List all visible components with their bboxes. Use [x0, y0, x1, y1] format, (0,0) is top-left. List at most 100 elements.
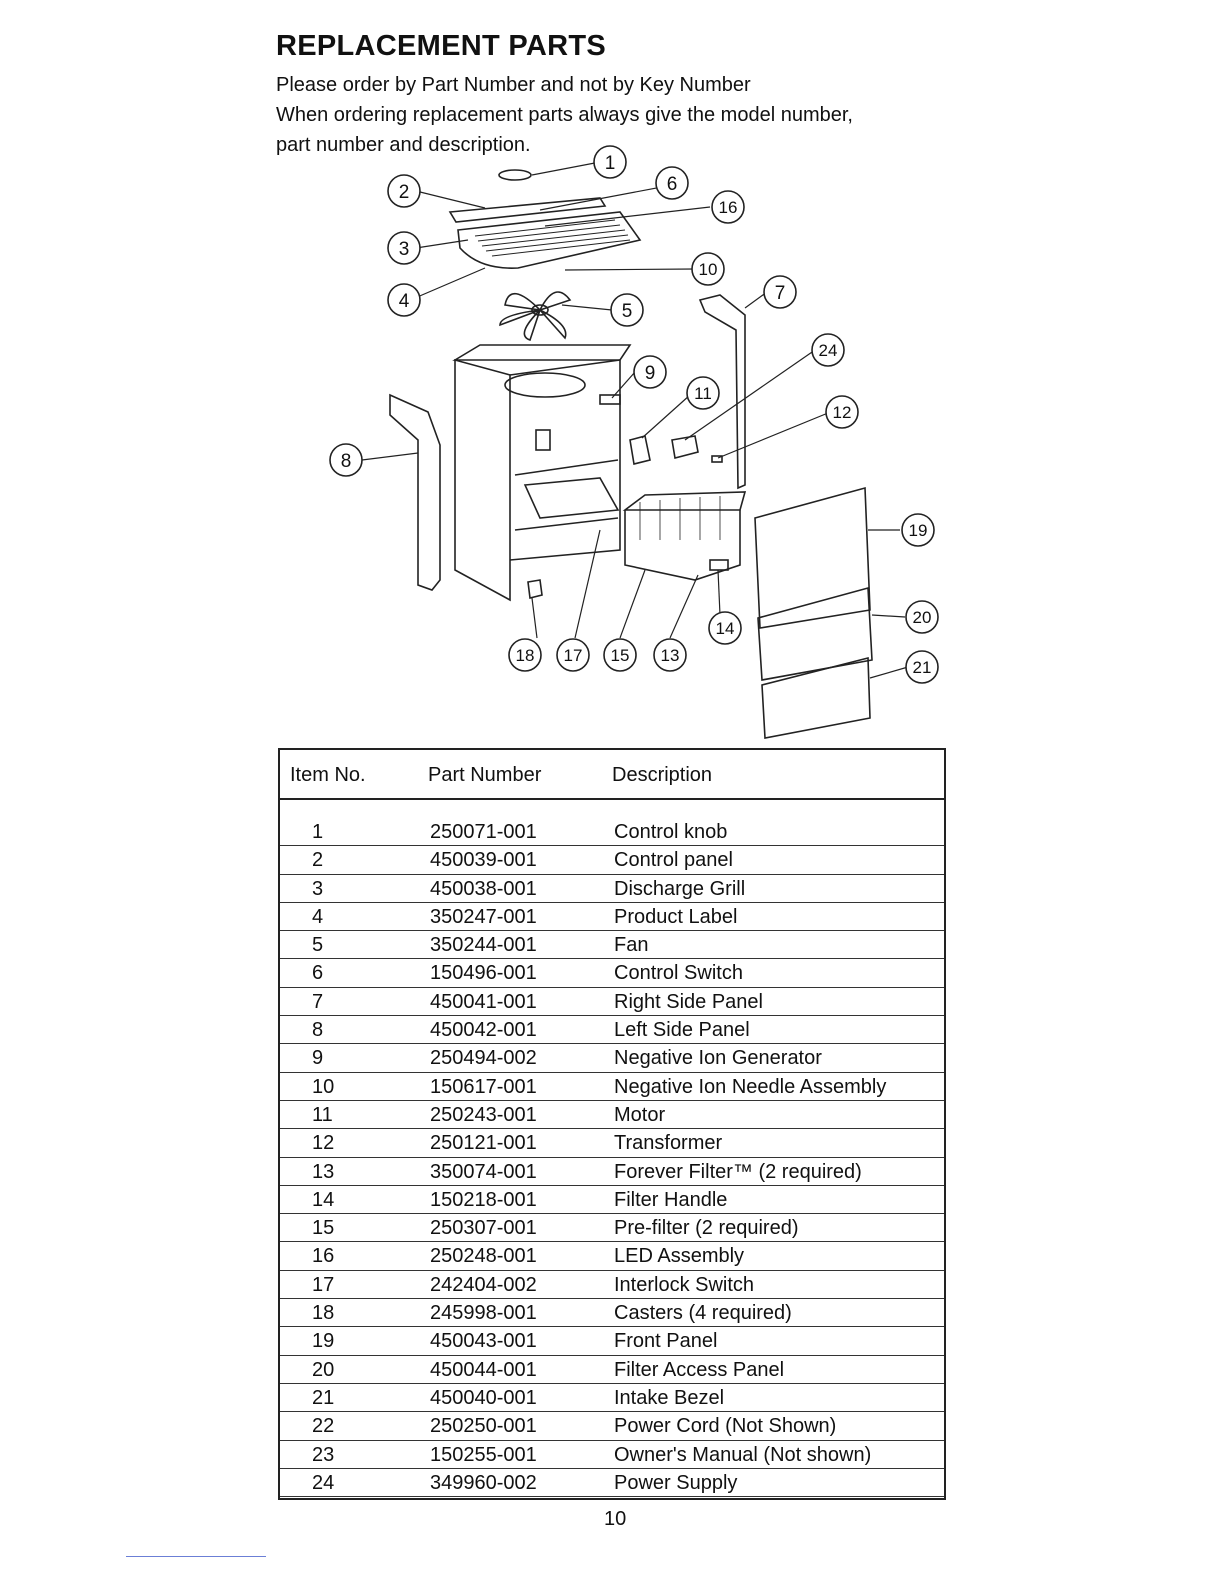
callout-17: 17: [556, 638, 590, 672]
callout-3: 3: [387, 231, 421, 265]
item-number: 17: [312, 1273, 335, 1296]
item-number: 2: [312, 849, 324, 872]
callout-5: 5: [610, 293, 644, 327]
svg-text:16: 16: [719, 198, 738, 217]
part-description: Casters (4 required): [614, 1302, 792, 1325]
part-number: 250071-001: [430, 821, 537, 843]
table-header: Item No. Part Number Description: [280, 750, 944, 800]
callout-13: 13: [653, 638, 687, 672]
svg-text:13: 13: [661, 646, 680, 665]
callout-1: 1: [593, 145, 627, 179]
table-row: 7 450041-001 Right Side Panel: [280, 988, 944, 1017]
item-number: 10: [312, 1075, 335, 1098]
control-panel-drawing: [448, 197, 607, 223]
part-number: 250121-001: [430, 1132, 537, 1155]
svg-text:9: 9: [645, 363, 656, 384]
part-description: Filter Handle: [614, 1188, 728, 1211]
motor-drawing: [629, 435, 651, 465]
item-number: 7: [312, 990, 324, 1013]
part-description: Discharge Grill: [614, 877, 746, 900]
svg-text:17: 17: [564, 646, 583, 665]
svg-text:19: 19: [909, 521, 928, 540]
callout-10: 10: [691, 252, 725, 286]
part-number: 150255-001: [430, 1443, 537, 1466]
item-number: 16: [312, 1245, 335, 1268]
part-description: Filter Access Panel: [614, 1358, 785, 1381]
svg-text:15: 15: [611, 646, 630, 665]
item-number: 18: [312, 1302, 335, 1325]
header-part-number: Part Number: [428, 764, 542, 786]
item-number: 20: [312, 1358, 335, 1381]
part-number: 250250-001: [430, 1415, 537, 1438]
right-side-panel-drawing: [698, 294, 746, 490]
parts-table: Item No. Part Number Description 1 250071…: [278, 748, 946, 1500]
part-description: Left Side Panel: [614, 1019, 750, 1042]
item-number: 4: [312, 905, 324, 928]
item-number: 22: [312, 1415, 335, 1438]
item-number: 13: [312, 1160, 335, 1183]
part-description: Motor: [614, 1103, 666, 1126]
part-description: Pre-filter (2 required): [614, 1217, 799, 1240]
part-number: 350247-001: [430, 905, 537, 928]
footer-rule: [126, 1556, 266, 1557]
instruction-line-3: part number and description.: [276, 134, 531, 156]
part-number: 349960-002: [430, 1471, 537, 1494]
callout-markers: 1 2 6 16 3 10 7 4 5 24 9 11 12 8 19 14 2…: [329, 145, 939, 684]
table-row: 4 350247-001 Product Label: [280, 903, 944, 932]
callout-12: 12: [825, 395, 859, 429]
svg-text:14: 14: [716, 619, 735, 638]
page-title: REPLACEMENT PARTS: [276, 30, 607, 62]
part-number: 250243-001: [430, 1103, 537, 1126]
svg-text:24: 24: [819, 341, 838, 360]
svg-text:2: 2: [399, 182, 410, 203]
part-number: 250248-001: [430, 1245, 537, 1268]
callout-14: 14: [708, 611, 742, 645]
part-description: Negative Ion Generator: [614, 1047, 822, 1070]
callout-20: 20: [905, 600, 939, 634]
svg-text:8: 8: [341, 451, 352, 472]
exploded-parts-diagram: 1 2 6 16 3 10 7 4 5 24 9 11 12 8 19 14 2…: [329, 145, 939, 739]
item-number: 21: [312, 1386, 335, 1409]
item-number: 5: [312, 934, 324, 957]
instruction-line-2: When ordering replacement parts always g…: [276, 104, 853, 126]
page-number: 10: [604, 1508, 627, 1530]
part-number: 242404-002: [430, 1273, 537, 1296]
part-description: Product Label: [614, 905, 738, 928]
part-description: Power Cord (Not Shown): [614, 1415, 837, 1438]
item-number: 9: [312, 1047, 324, 1070]
item-number: 6: [312, 962, 324, 985]
part-description: Right Side Panel: [614, 990, 763, 1013]
caster-drawing: [527, 579, 543, 599]
part-description: Negative Ion Needle Assembly: [614, 1075, 887, 1098]
part-number: 150617-001: [430, 1075, 537, 1098]
part-description: Intake Bezel: [614, 1386, 725, 1409]
part-number: 350244-001: [430, 934, 537, 957]
part-number: 450041-001: [430, 990, 537, 1013]
svg-text:3: 3: [399, 239, 410, 260]
part-description: Control Switch: [614, 962, 743, 985]
svg-text:1: 1: [605, 153, 616, 174]
item-number: 1: [312, 821, 324, 843]
callout-8: 8: [329, 443, 363, 477]
table-row: 10 150617-001 Negative Ion Needle Assembly: [280, 1073, 944, 1101]
svg-text:5: 5: [622, 301, 633, 322]
item-number: 23: [312, 1443, 335, 1466]
callout-4: 4: [387, 283, 421, 317]
left-side-panel-drawing: [389, 393, 441, 591]
part-number: 150218-001: [430, 1188, 537, 1211]
part-description: Fan: [614, 934, 649, 957]
part-number: 450043-001: [430, 1330, 537, 1353]
svg-text:21: 21: [913, 658, 932, 677]
transformer-drawing: [671, 435, 699, 459]
svg-text:20: 20: [913, 608, 932, 627]
part-number: 450042-001: [430, 1019, 537, 1042]
